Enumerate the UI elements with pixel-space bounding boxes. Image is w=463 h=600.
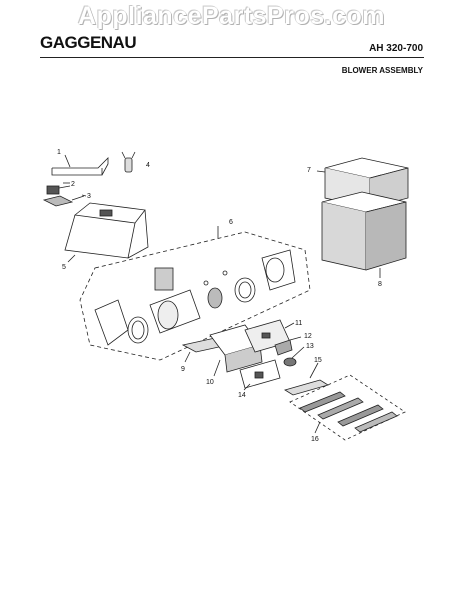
callout-15: 15 [314, 357, 322, 364]
callout-3: 3 [87, 193, 91, 200]
callout-12: 12 [304, 333, 312, 340]
part-1-bracket [51, 154, 109, 176]
part-6-blower-group [79, 226, 311, 361]
part-8-chimney-lower [321, 191, 407, 271]
part-3-plate [42, 195, 85, 207]
callout-10: 10 [206, 379, 214, 386]
callout-labels: 1 2 3 4 5 6 7 8 9 10 11 12 13 14 15 16 [57, 149, 382, 443]
header-divider [40, 57, 424, 58]
callout-8: 8 [378, 281, 382, 288]
blower-wheels [94, 249, 296, 346]
callout-14: 14 [238, 392, 246, 399]
part-2-clip [46, 185, 71, 195]
callout-11: 11 [295, 320, 302, 327]
section-title: BLOWER ASSEMBLY [341, 66, 423, 75]
callout-1: 1 [57, 149, 61, 156]
part-12-13-components [274, 339, 297, 367]
part-14-panel [239, 359, 281, 389]
model-number: AH 320-700 [369, 43, 423, 54]
callout-7: 7 [307, 167, 311, 174]
brand-logo: GAGGENAU [40, 33, 137, 52]
part-5-housing [64, 202, 149, 259]
watermark: AppliancePartsPros.com [78, 2, 385, 30]
callout-16: 16 [311, 436, 319, 443]
part-4-cylinder [121, 151, 136, 173]
part-15-switch-plate [284, 379, 329, 396]
callout-9: 9 [181, 366, 185, 373]
part-16-button-group [289, 374, 406, 441]
callout-13: 13 [306, 343, 314, 350]
leader-lines [63, 170, 381, 434]
callout-4: 4 [146, 162, 150, 169]
callout-6: 6 [229, 219, 233, 226]
callout-5: 5 [62, 264, 66, 271]
callout-2: 2 [71, 181, 75, 188]
